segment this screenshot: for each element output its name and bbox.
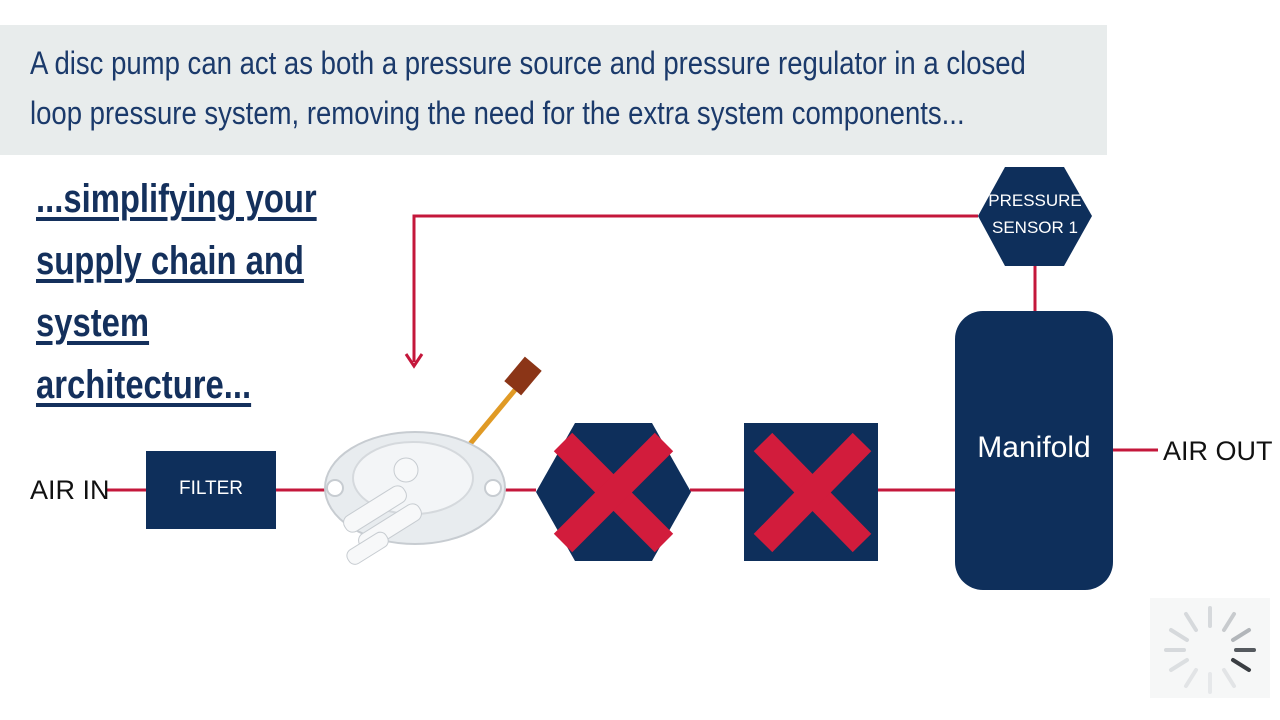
- disc-pump-image: [324, 356, 542, 565]
- feedback-arrow-icon: [404, 353, 424, 369]
- air-in-label: AIR IN: [30, 475, 110, 505]
- manifold-box: [955, 311, 1113, 590]
- spinner-icon: [1164, 606, 1256, 694]
- cross-icon: [553, 432, 674, 553]
- caption-banner: [0, 25, 1107, 155]
- flow-lines: [106, 214, 1158, 492]
- filter-box: [146, 451, 276, 529]
- sensor-label-line-1: PRESSURE: [988, 191, 1082, 210]
- caption-text: A disc pump can act as both a pressure s…: [30, 38, 1026, 138]
- cross-icon: [753, 432, 872, 553]
- tagline: ...simplifying your supply chain and sys…: [36, 168, 317, 416]
- tagline-line-3: system: [36, 301, 150, 345]
- tagline-line-2: supply chain and: [36, 239, 304, 283]
- caption-line-1: A disc pump can act as both a pressure s…: [30, 45, 1026, 81]
- pressure-sensor-hexagon: [978, 167, 1092, 266]
- tagline-line-1: ...simplifying your: [36, 177, 317, 221]
- removed-valve: [536, 423, 691, 561]
- air-out-label: AIR OUT: [1163, 436, 1273, 466]
- manifold-label: Manifold: [977, 431, 1090, 464]
- feedback-line: [412, 214, 978, 362]
- caption-line-2: loop pressure system, removing the need …: [30, 95, 965, 131]
- tagline-line-4: architecture...: [36, 363, 252, 407]
- filter-label: FILTER: [179, 478, 243, 499]
- loading-spinner: [1150, 598, 1270, 698]
- removed-component: [744, 423, 878, 561]
- sensor-label-line-2: SENSOR 1: [992, 218, 1078, 237]
